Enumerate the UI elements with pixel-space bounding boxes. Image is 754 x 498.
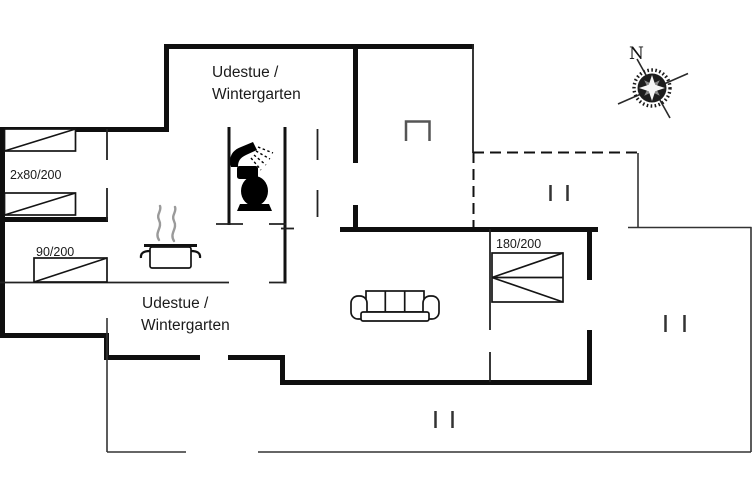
bed-size-label-left-single: 90/200 bbox=[36, 245, 74, 259]
toilet-tank bbox=[237, 166, 258, 179]
toilet-base bbox=[237, 204, 272, 211]
shower-icon bbox=[230, 142, 274, 171]
compass-serration bbox=[632, 68, 672, 108]
toilet-icon bbox=[237, 166, 272, 211]
bed-diagonal bbox=[4, 192, 76, 216]
compass-star bbox=[639, 75, 665, 101]
sofa-cushions bbox=[365, 290, 425, 313]
pot-handle bbox=[139, 249, 151, 259]
bed-icon-left-1 bbox=[3, 128, 77, 152]
pot-body bbox=[149, 246, 192, 269]
room-label-conservatory-bottom-line2: Wintergarten bbox=[141, 317, 230, 334]
sofa-icon bbox=[350, 290, 440, 322]
bed-icon-single bbox=[33, 257, 108, 283]
bed-size-label-left-double: 2x80/200 bbox=[10, 168, 61, 182]
room-label-conservatory-top-line1: Udestue / bbox=[212, 64, 279, 81]
bathroom-walls bbox=[216, 127, 287, 284]
bed-size-label-right-double: 180/200 bbox=[496, 237, 541, 251]
bed-diagonal bbox=[33, 257, 108, 283]
compass-rose-icon: N bbox=[617, 44, 689, 119]
bed-diagonal bbox=[491, 276, 564, 303]
bed-icon-double bbox=[491, 252, 564, 303]
room-label-conservatory-bottom-line1: Udestue / bbox=[142, 295, 209, 312]
bed-icon-left-2 bbox=[3, 192, 77, 216]
steam-swirl bbox=[171, 205, 177, 243]
dashed-boundaries bbox=[472, 151, 637, 227]
pot-handle bbox=[190, 249, 202, 259]
terrace-outlines bbox=[106, 153, 752, 453]
steam-swirl bbox=[156, 204, 162, 242]
room-label-conservatory-top-line2: Wintergarten bbox=[212, 86, 301, 103]
shower-spray bbox=[255, 150, 271, 160]
door-opening-marks bbox=[434, 185, 686, 428]
compass-north-label: N bbox=[629, 44, 644, 64]
shower-arm bbox=[230, 142, 257, 167]
chimney-icon bbox=[404, 120, 431, 141]
bed-diagonal bbox=[4, 128, 76, 152]
shower-spray bbox=[257, 146, 274, 154]
toilet-bowl bbox=[241, 176, 268, 206]
bed-diagonal bbox=[491, 252, 564, 279]
sofa-base bbox=[360, 311, 430, 322]
cooking-pot-icon bbox=[139, 204, 202, 269]
